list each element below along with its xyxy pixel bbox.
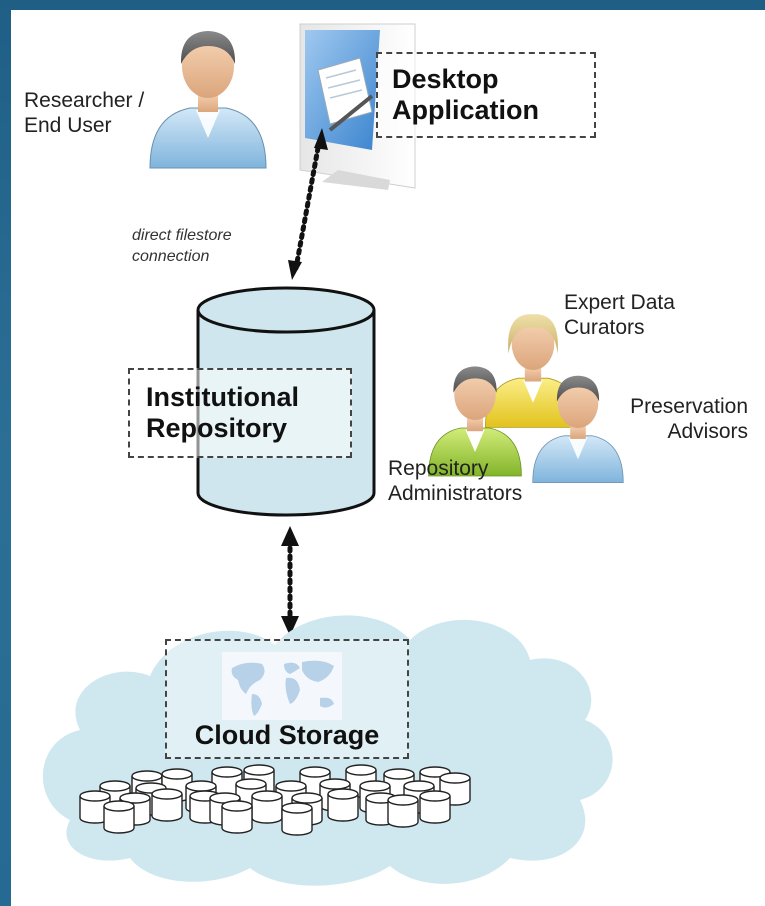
desktop-repository-connection bbox=[288, 128, 328, 280]
desktop-application-box: Desktop Application bbox=[376, 52, 596, 138]
world-map-icon bbox=[222, 652, 342, 720]
connection-label: direct filestore connection bbox=[132, 227, 232, 265]
expert-curators-label: Expert Data Curators bbox=[564, 291, 675, 340]
researcher-label: Researcher / End User bbox=[24, 89, 145, 138]
repository-title-line1: Institutional bbox=[146, 382, 299, 412]
institutional-repository-box: Institutional Repository bbox=[128, 368, 352, 458]
cloud-icon bbox=[42, 615, 613, 886]
preservation-advisors-label: Preservation Advisors bbox=[630, 395, 748, 444]
expert-curator-person-icon bbox=[485, 314, 581, 428]
repository-title-line2: Repository bbox=[146, 413, 288, 443]
repository-admins-label: Repository Administrators bbox=[388, 457, 523, 506]
repository-cloud-connection bbox=[281, 526, 299, 636]
desktop-title-line2: Application bbox=[392, 95, 539, 125]
researcher-person-icon bbox=[149, 30, 267, 169]
desktop-title-line1: Desktop bbox=[392, 64, 499, 94]
cloud-storage-title: Cloud Storage bbox=[194, 720, 380, 750]
cloud-storage-box: Cloud Storage bbox=[165, 639, 409, 759]
repository-admin-person-icon bbox=[428, 366, 522, 477]
